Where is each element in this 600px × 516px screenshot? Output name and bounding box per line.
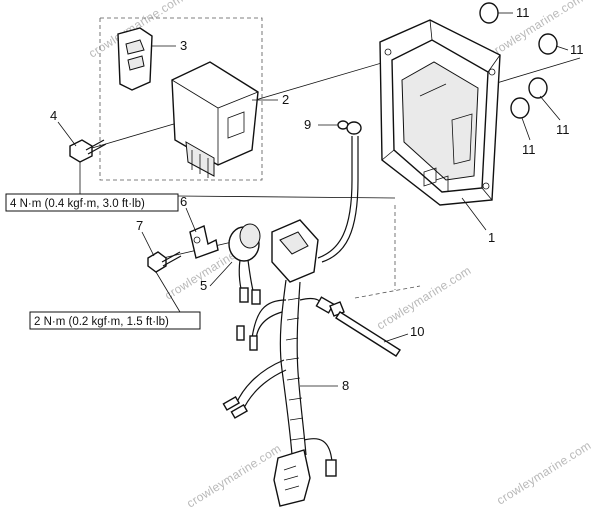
callout-3: 3 — [180, 38, 187, 53]
callout-11-top: 11 — [516, 5, 530, 20]
leader-4 — [57, 121, 77, 147]
alignment-line-mid — [177, 195, 396, 199]
torque-spec-screw-7-text: 2 N·m (0.2 kgf·m, 1.5 ft·lb) — [34, 316, 169, 328]
leader-7 — [141, 231, 155, 257]
leader-11b — [555, 45, 569, 51]
callout-4: 4 — [50, 108, 57, 123]
alignment-line-harness — [354, 285, 421, 299]
watermark-bottom: crowleymarine.com — [184, 441, 283, 510]
callout-11-right-upper: 11 — [570, 42, 584, 57]
watermark-bottom-right: crowleymarine.com — [494, 438, 593, 507]
callout-6: 6 — [180, 194, 187, 209]
callout-1: 1 — [488, 230, 495, 245]
control-module — [171, 61, 259, 178]
screw-7 — [147, 251, 182, 273]
callout-7: 7 — [136, 218, 143, 233]
callout-9: 9 — [304, 117, 311, 132]
callout-10: 10 — [410, 324, 424, 339]
callout-11-lower: 11 — [522, 142, 536, 157]
torque-spec-bolt-4-text: 4 N·m (0.4 kgf·m, 3.0 ft·lb) — [10, 198, 145, 210]
o-ring-top — [479, 2, 499, 24]
bracket-6 — [189, 225, 219, 259]
control-box-housing — [379, 19, 501, 206]
wiring-harness-8 — [222, 121, 362, 507]
leader-11d — [521, 117, 531, 141]
leader-6 — [185, 207, 197, 233]
torque-spec-bolt-4: 4 N·m (0.4 kgf·m, 3.0 ft·lb) — [5, 193, 179, 212]
buzzer-5 — [228, 223, 261, 305]
leader-11c — [539, 95, 561, 121]
o-ring-right-middle — [528, 77, 548, 99]
torque-spec-screw-7: 2 N·m (0.2 kgf·m, 1.5 ft·lb) — [29, 311, 201, 330]
leader-1 — [461, 197, 487, 231]
callout-11-right-lower: 11 — [556, 122, 570, 137]
leader-10 — [383, 333, 409, 343]
bolt-4 — [69, 139, 107, 163]
callout-5: 5 — [200, 278, 207, 293]
leader-7-spec — [155, 271, 181, 313]
watermark-middle: crowleymarine.com — [374, 263, 473, 332]
assembly-group-outline — [99, 17, 263, 181]
remote-key-fob — [117, 27, 153, 91]
leader-5 — [209, 261, 233, 287]
o-ring-right-lower — [510, 97, 530, 119]
o-ring-right-upper — [538, 33, 558, 55]
cable-tie-10 — [329, 301, 401, 357]
alignment-line-grommets — [489, 57, 581, 86]
callout-8: 8 — [342, 378, 349, 393]
callout-2: 2 — [282, 92, 289, 107]
